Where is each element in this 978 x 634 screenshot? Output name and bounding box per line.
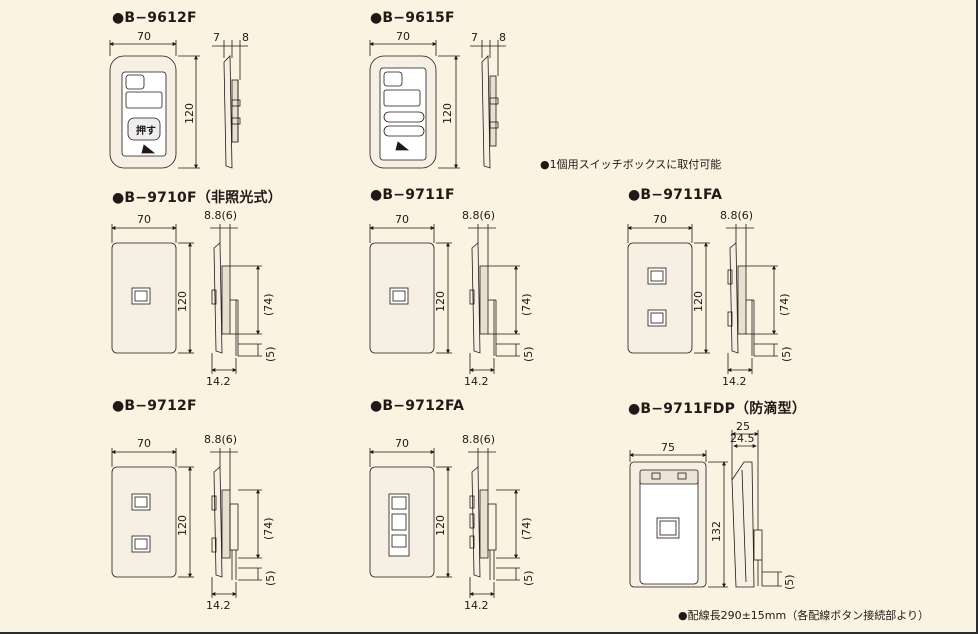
b9712fa-depth: 8.8(6)	[462, 433, 496, 446]
b9712f-142: 14.2	[206, 599, 231, 612]
b9712fa-142: 14.2	[464, 599, 489, 612]
b9612f-depth-8: 8	[242, 31, 249, 44]
b9711f-height: 120	[434, 291, 447, 312]
b9712f-front-view	[111, 466, 177, 578]
frame-bottom	[0, 632, 978, 634]
b9711fa-height: 120	[692, 291, 705, 312]
b9711fa-142: 14.2	[722, 375, 747, 388]
frame-right	[976, 0, 978, 634]
b9615f-depth-7: 7	[471, 31, 478, 44]
b9711fdp-depth-25: 25	[736, 420, 750, 433]
b9612f-width: 70	[137, 30, 151, 43]
b9710f-142: 14.2	[206, 375, 231, 388]
title-b9711f: ●B−9711F	[370, 187, 455, 203]
b9710f-front-view	[111, 242, 177, 354]
b9712fa-width: 70	[395, 437, 409, 450]
b9710f-5: (5)	[264, 346, 277, 362]
b9712f-width: 70	[137, 437, 151, 450]
b9712f-height: 120	[176, 515, 189, 536]
b9712f-depth: 8.8(6)	[204, 433, 238, 446]
b9711f-side-view	[469, 242, 497, 356]
b9712fa-front-view	[369, 466, 435, 578]
b9711fdp-height: 132	[710, 521, 723, 542]
b9711fa-side-view	[727, 242, 755, 356]
b9711f-front-view	[369, 242, 435, 354]
b9712f-74: (74)	[262, 517, 275, 540]
b9615f-height: 120	[441, 103, 454, 124]
b9711fdp-width: 75	[661, 441, 675, 454]
title-b9615f: ●B−9615F	[370, 10, 455, 26]
title-b9711fa: ●B−9711FA	[628, 187, 723, 203]
b9612f-front-view	[109, 55, 177, 169]
b9712f-side-view	[211, 466, 239, 580]
b9711f-5: (5)	[522, 346, 535, 362]
b9612f-depth-7: 7	[213, 31, 220, 44]
title-b9710f: ●B−9710F（非照光式）	[112, 190, 282, 206]
b9615f-side-view	[481, 55, 499, 169]
title-b9712f: ●B−9712F	[112, 398, 197, 414]
b9711fdp-depth-245: 24.5	[730, 432, 755, 445]
b9711fa-width: 70	[653, 213, 667, 226]
b9710f-depth: 8.8(6)	[204, 209, 238, 222]
b9712f-5: (5)	[264, 570, 277, 586]
note-switch-box: ●1個用スイッチボックスに取付可能	[540, 158, 722, 171]
b9710f-width: 70	[137, 213, 151, 226]
b9710f-side-view	[211, 242, 239, 356]
note-wire-length: ●配線長290±15mm（各配線ボタン接続部より）	[678, 609, 930, 622]
title-b9612f: ●B−9612F	[112, 10, 197, 26]
b9712fa-5: (5)	[522, 570, 535, 586]
b9615f-front-view	[369, 55, 437, 169]
b9711fdp-front-view	[629, 461, 707, 588]
b9711f-74: (74)	[520, 293, 533, 316]
b9711fa-74: (74)	[778, 293, 791, 316]
b9710f-height: 120	[176, 291, 189, 312]
b9710f-74: (74)	[262, 293, 275, 316]
b9612f-push-label: 押す	[136, 126, 156, 137]
b9711fdp-5: (5)	[783, 574, 796, 590]
b9711fdp-side-view	[731, 461, 763, 588]
b9712fa-side-view	[469, 466, 497, 580]
title-b9711fdp: ●B−9711FDP（防滴型）	[628, 401, 807, 417]
b9615f-depth-8: 8	[499, 31, 506, 44]
b9711fa-depth: 8.8(6)	[720, 209, 754, 222]
b9712fa-74: (74)	[520, 517, 533, 540]
b9711fa-5: (5)	[780, 346, 793, 362]
b9612f-side-view	[223, 55, 241, 169]
b9712fa-height: 120	[434, 515, 447, 536]
title-b9712fa: ●B−9712FA	[370, 398, 465, 414]
b9711f-width: 70	[395, 213, 409, 226]
b9711f-142: 14.2	[464, 375, 489, 388]
b9615f-width: 70	[396, 30, 410, 43]
b9711fa-front-view	[627, 242, 693, 354]
b9612f-height: 120	[183, 103, 196, 124]
b9711f-depth: 8.8(6)	[462, 209, 496, 222]
